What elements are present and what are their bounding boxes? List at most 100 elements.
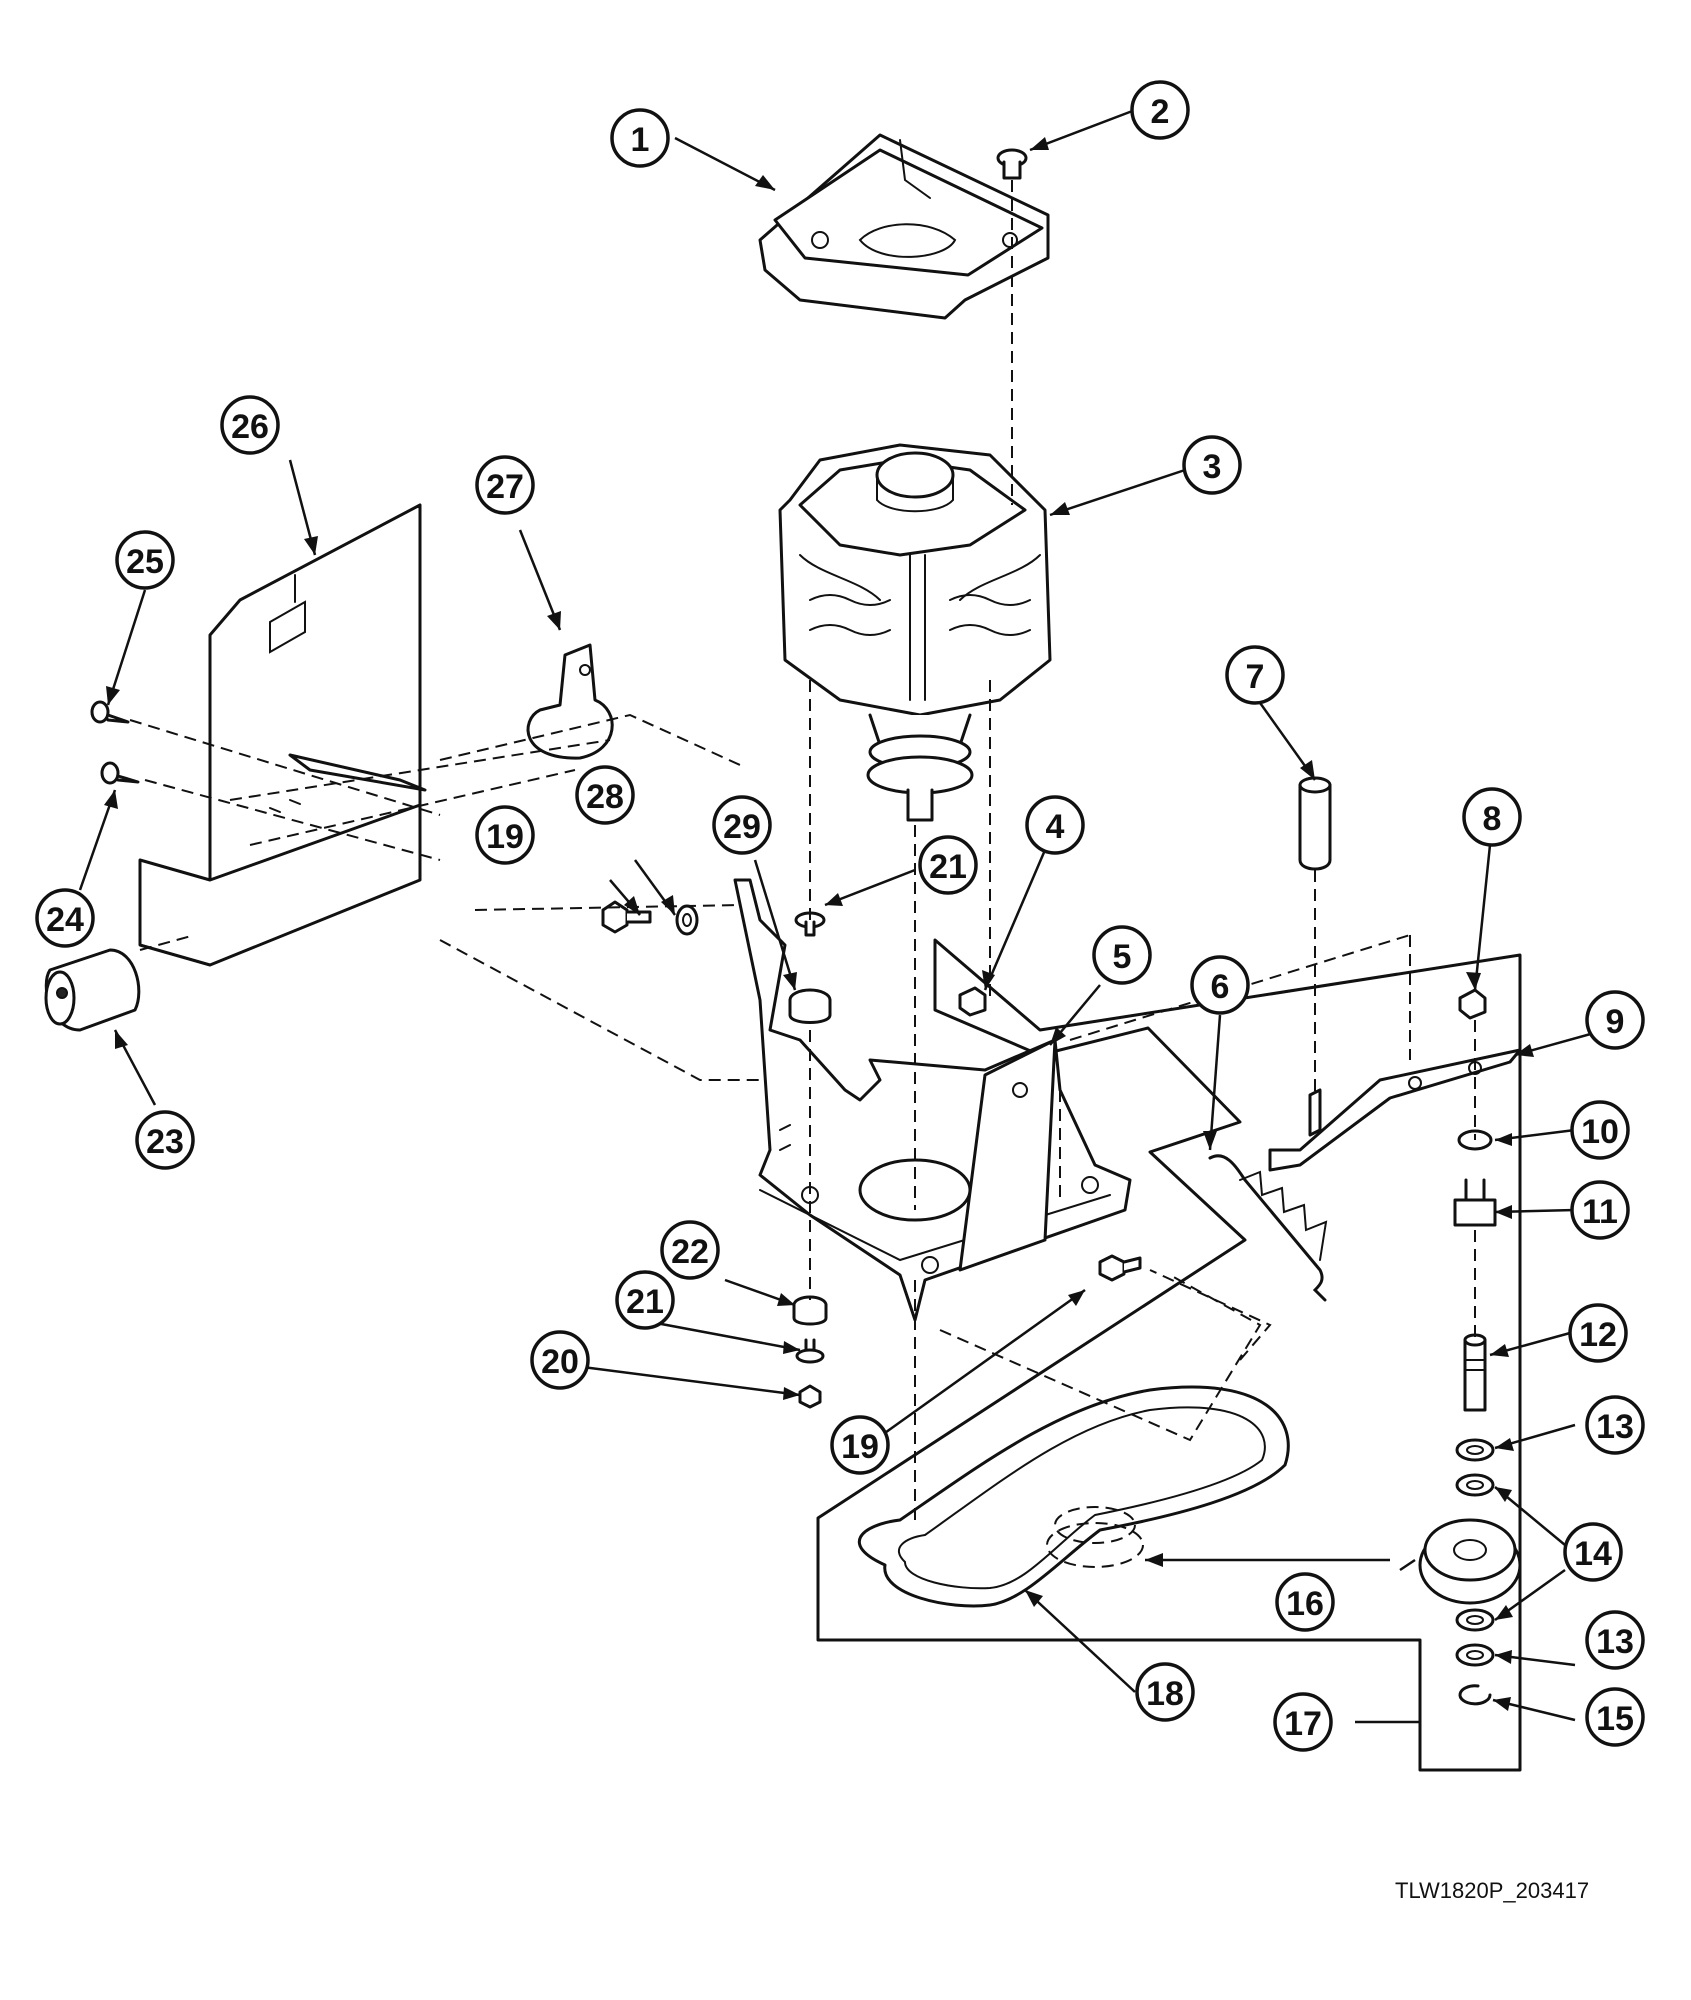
svg-text:17: 17 (1284, 1705, 1322, 1743)
motor-mount (733, 878, 1132, 1322)
figure-id-label: TLW1820P_203417 (1395, 1878, 1590, 1903)
callout-1: 1 (610, 108, 670, 168)
svg-text:3: 3 (1203, 448, 1222, 486)
svg-text:2: 2 (1151, 93, 1170, 131)
screw-25 (90, 700, 130, 724)
callout-5: 5 (1092, 925, 1152, 985)
callout-17: 17 (1273, 1692, 1333, 1752)
svg-text:8: 8 (1483, 800, 1502, 838)
bolt-19-upper (601, 900, 652, 934)
callout-18: 18 (1135, 1662, 1195, 1722)
sleeve (1298, 776, 1332, 871)
callout-25: 25 (115, 530, 175, 590)
svg-text:5: 5 (1113, 938, 1132, 976)
svg-text:16: 16 (1286, 1585, 1324, 1623)
svg-text:28: 28 (586, 778, 624, 816)
callout-3: 3 (1182, 435, 1242, 495)
callout-12: 12 (1568, 1303, 1628, 1363)
callout-14: 14 (1563, 1522, 1623, 1582)
callout-6: 6 (1190, 955, 1250, 1015)
cover-screw (996, 148, 1028, 180)
svg-text:18: 18 (1146, 1675, 1184, 1713)
svg-text:22: 22 (671, 1233, 709, 1271)
callout-28: 28 (575, 765, 635, 825)
nut-20 (798, 1384, 822, 1409)
callout-21-bottom: 21 (615, 1270, 675, 1330)
washer-13-bottom (1455, 1643, 1495, 1667)
idler-pulley-16 (1418, 1518, 1522, 1605)
screw-24 (100, 761, 140, 785)
callout-26: 26 (220, 395, 280, 455)
housing-box (138, 799, 422, 967)
washer-13-top (1455, 1438, 1495, 1462)
drive-belt (858, 1385, 1290, 1608)
shield-plate (208, 503, 427, 882)
drive-motor (778, 443, 1052, 822)
bolt-19-lower (1098, 1254, 1142, 1282)
callout-11: 11 (1570, 1180, 1630, 1240)
motor-cover (758, 133, 1050, 320)
callout-21-top: 21 (918, 835, 978, 895)
arrowheads (104, 137, 1534, 1711)
callout-23: 23 (135, 1110, 195, 1170)
svg-text:19: 19 (486, 818, 524, 856)
svg-text:19: 19 (841, 1428, 879, 1466)
isolator-22 (792, 1295, 828, 1326)
svg-text:15: 15 (1596, 1700, 1634, 1738)
svg-text:13: 13 (1596, 1408, 1634, 1446)
callout-2: 2 (1130, 80, 1190, 140)
callout-7: 7 (1225, 645, 1285, 705)
assembly-lines (129, 180, 1476, 1520)
svg-text:9: 9 (1606, 1003, 1625, 1041)
callout-13-bottom: 13 (1585, 1610, 1645, 1670)
idler-arm (1268, 1048, 1522, 1172)
callout-29: 29 (712, 795, 772, 855)
tension-spring (1208, 1154, 1328, 1302)
callout-20: 20 (530, 1330, 590, 1390)
callout-22: 22 (660, 1220, 720, 1280)
svg-text:13: 13 (1596, 1623, 1634, 1661)
isolator-29 (788, 988, 832, 1024)
washer-28 (675, 904, 699, 936)
svg-text:25: 25 (126, 543, 164, 581)
callout-27: 27 (475, 455, 535, 515)
washer-14-top (1455, 1473, 1495, 1497)
callout-19-upper: 19 (475, 805, 535, 865)
svg-text:23: 23 (146, 1123, 184, 1161)
retaining-ring-15 (1458, 1684, 1492, 1706)
nut-8 (1458, 988, 1487, 1020)
callout-4: 4 (1025, 795, 1085, 855)
svg-text:26: 26 (231, 408, 269, 446)
washer-14-bottom (1455, 1608, 1495, 1632)
stud-21-bottom (795, 1338, 825, 1364)
callout-24: 24 (35, 888, 95, 948)
svg-text:10: 10 (1581, 1113, 1619, 1151)
nut-4 (958, 986, 987, 1017)
shoulder-bolt-11 (1453, 1178, 1497, 1227)
svg-text:12: 12 (1579, 1316, 1617, 1354)
svg-text:6: 6 (1211, 968, 1230, 1006)
svg-text:11: 11 (1582, 1193, 1618, 1231)
svg-text:7: 7 (1246, 658, 1265, 696)
drive-pulley-hidden (1046, 1506, 1144, 1568)
wire-clip (526, 643, 614, 760)
callout-10: 10 (1570, 1100, 1630, 1160)
callout-16: 16 (1275, 1572, 1335, 1632)
pivot-shaft-12 (1463, 1333, 1487, 1412)
svg-text:21: 21 (626, 1283, 664, 1321)
callout-19-lower: 19 (830, 1415, 890, 1475)
svg-text:14: 14 (1574, 1535, 1612, 1573)
svg-text:1: 1 (631, 121, 650, 159)
svg-text:20: 20 (541, 1343, 579, 1381)
svg-text:4: 4 (1046, 808, 1065, 846)
capacitor-cap (44, 948, 141, 1032)
svg-text:24: 24 (46, 901, 84, 939)
callout-9: 9 (1585, 990, 1645, 1050)
callout-15: 15 (1585, 1687, 1645, 1747)
svg-text:21: 21 (929, 848, 967, 886)
svg-text:29: 29 (723, 808, 761, 846)
callout-13-top: 13 (1585, 1395, 1645, 1455)
svg-text:27: 27 (486, 468, 524, 506)
base-plate-outline (816, 938, 1522, 1772)
